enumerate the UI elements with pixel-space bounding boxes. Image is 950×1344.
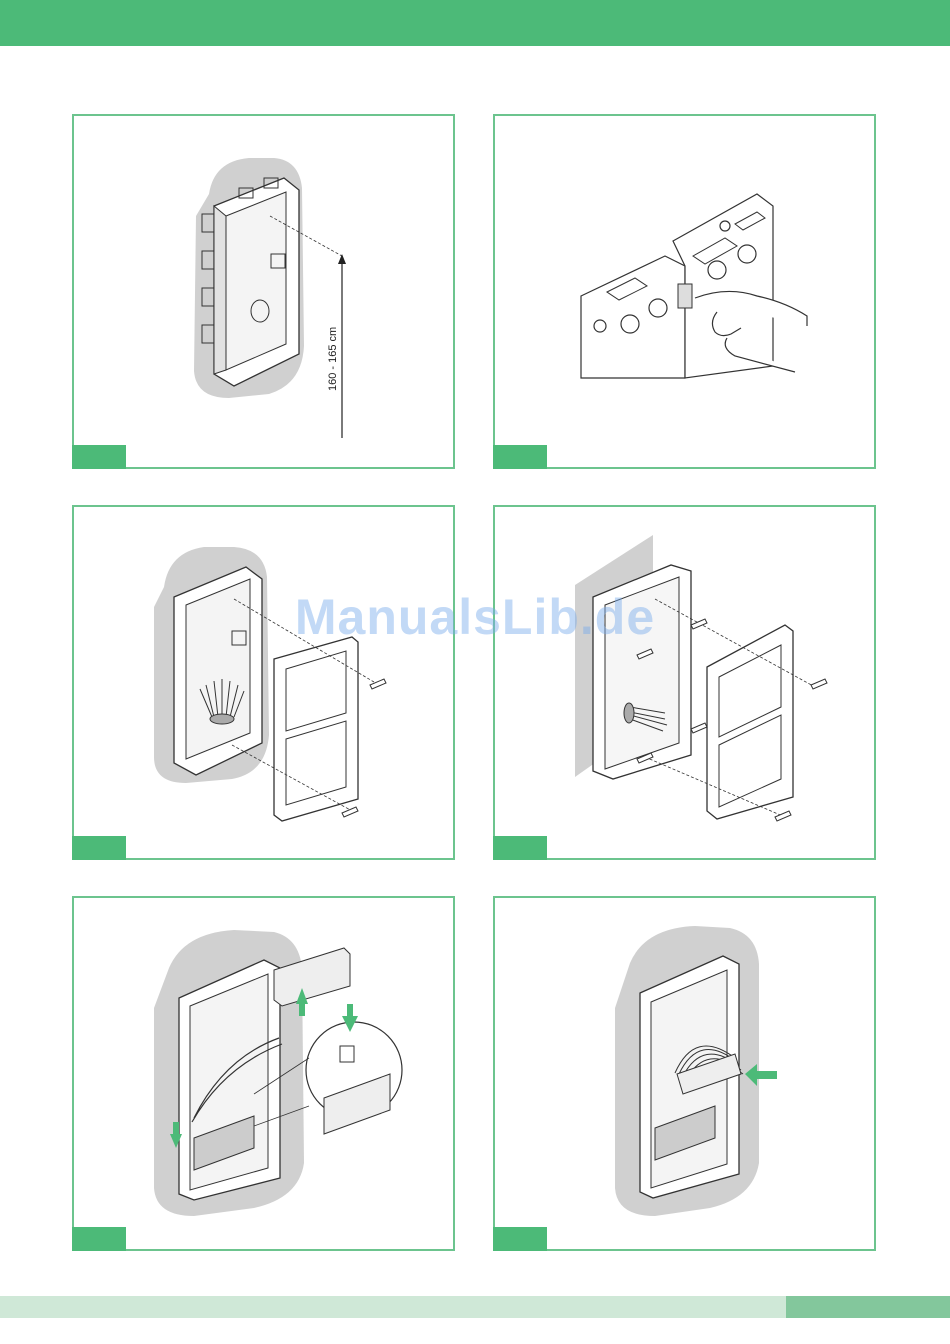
box-joining-illustration <box>495 116 874 467</box>
figure-tab-5 <box>72 1227 126 1251</box>
figure-tab-3 <box>72 836 126 860</box>
figure-panel-6 <box>493 896 876 1251</box>
header-bar <box>0 0 950 46</box>
watermark-text: ManualsLib.de <box>0 588 950 646</box>
figure-tab-1 <box>72 445 126 469</box>
figure-panel-3 <box>72 505 455 860</box>
figure-panel-5 <box>72 896 455 1251</box>
footer-tab <box>786 1296 950 1318</box>
height-dimension-label: 160 - 165 cm <box>327 327 339 391</box>
figure-panel-4 <box>493 505 876 860</box>
frame-mounting-illustration <box>74 507 453 858</box>
figure-tab-4 <box>493 836 547 860</box>
footer-bar <box>0 1296 786 1318</box>
connector-insertion-illustration <box>495 898 874 1249</box>
wiring-connection-illustration <box>74 898 453 1249</box>
flush-box-illustration: 160 - 165 cm <box>74 116 453 467</box>
figure-panel-2 <box>493 114 876 469</box>
figure-tab-2 <box>493 445 547 469</box>
figure-tab-6 <box>493 1227 547 1251</box>
figure-panel-1: 160 - 165 cm <box>72 114 455 469</box>
surface-box-illustration <box>495 507 874 858</box>
